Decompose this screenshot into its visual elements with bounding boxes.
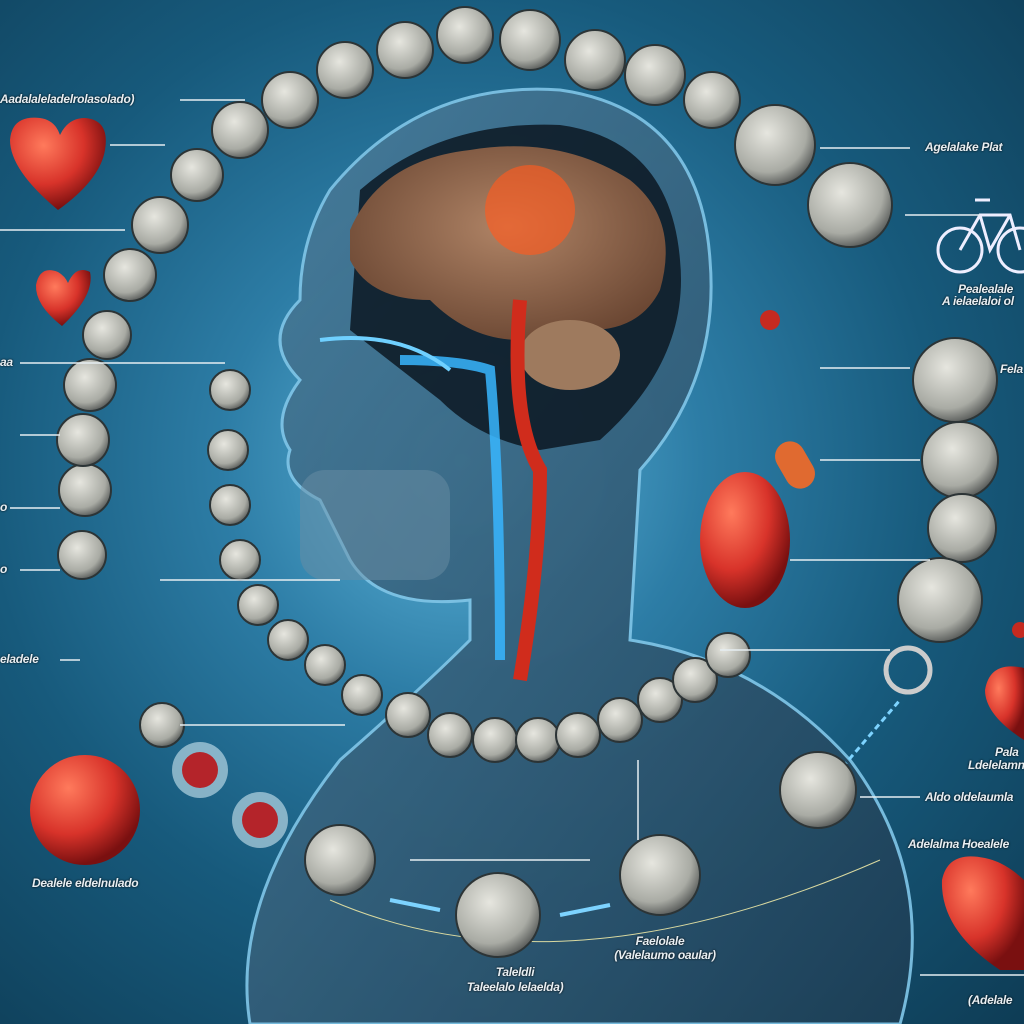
coin-icon bbox=[304, 644, 346, 686]
coin-icon bbox=[376, 21, 434, 79]
label-bike-2: A ielaelaloi ol bbox=[942, 294, 1014, 308]
label-bottom-left: Dealele eldelnulado bbox=[32, 876, 139, 890]
coin-icon bbox=[211, 101, 269, 159]
coin-icon bbox=[779, 751, 857, 829]
label-right-bottom: (Adelale bbox=[968, 993, 1013, 1007]
coin-icon bbox=[82, 310, 132, 360]
heart-icon bbox=[985, 666, 1024, 740]
coin-icon bbox=[139, 702, 185, 748]
label-right-mid: Aldo oldelaumla bbox=[925, 790, 1014, 804]
coin-icon bbox=[385, 692, 431, 738]
label-bottom-center-right-1: Faelolale bbox=[635, 934, 685, 948]
coin-icon bbox=[499, 9, 561, 71]
coin-icon bbox=[170, 148, 224, 202]
coin-icon bbox=[341, 674, 383, 716]
label-pill-right: Fela p bbox=[1000, 362, 1024, 376]
coin-icon bbox=[63, 358, 117, 412]
heart-icon bbox=[35, 270, 91, 326]
label-left-2: o bbox=[0, 500, 8, 514]
coin-icon bbox=[927, 493, 997, 563]
coin-icon bbox=[207, 429, 249, 471]
coin-icon bbox=[261, 71, 319, 129]
nerve-glow bbox=[399, 355, 505, 661]
heart-icon bbox=[941, 856, 1024, 970]
label-bottom-center-right-2: (Valelaumo oaular) bbox=[614, 948, 716, 962]
coin-icon bbox=[734, 104, 816, 186]
coin-icon bbox=[564, 29, 626, 91]
coin-icon bbox=[624, 44, 686, 106]
label-center-bottom-1: Taleldli bbox=[495, 965, 535, 979]
coin-icon bbox=[472, 717, 518, 763]
label-top-left: Aadalaleladelrolasolado) bbox=[0, 92, 135, 106]
coin-icon bbox=[912, 337, 998, 423]
coin-icon bbox=[921, 421, 999, 499]
coin-icon bbox=[56, 413, 110, 467]
coin-icon bbox=[555, 712, 601, 758]
pill-icon bbox=[775, 441, 815, 489]
coin-icon bbox=[672, 657, 718, 703]
coin-icon bbox=[304, 824, 376, 896]
pill-icon bbox=[700, 472, 790, 608]
coin-icon bbox=[597, 697, 643, 743]
coin-icon bbox=[455, 872, 541, 958]
kidney-icon bbox=[30, 755, 140, 865]
coin-icon bbox=[209, 369, 251, 411]
coin-icon bbox=[219, 539, 261, 581]
coin-icon bbox=[436, 6, 494, 64]
brain-icon bbox=[350, 146, 666, 390]
jaw-xray bbox=[300, 470, 450, 580]
coin-icon bbox=[897, 557, 983, 643]
label-right-heart-2: Ldelelamn bbox=[968, 758, 1024, 772]
coin-icon bbox=[237, 584, 279, 626]
coin-icon bbox=[807, 162, 893, 248]
coin-icon bbox=[103, 248, 157, 302]
label-left-3: o bbox=[0, 562, 8, 576]
label-left-1: aa bbox=[0, 355, 13, 369]
label-bike-1: Pealealale bbox=[958, 282, 1014, 296]
label-right-lower: Adelalma Hoealele bbox=[908, 837, 1009, 851]
coin-icon bbox=[131, 196, 189, 254]
coin-icon bbox=[427, 712, 473, 758]
coin-icon bbox=[209, 484, 251, 526]
coin-icon bbox=[57, 530, 107, 580]
label-left-side: eladele bbox=[0, 652, 39, 666]
heart-icon bbox=[10, 117, 106, 210]
coin-icon bbox=[683, 71, 741, 129]
label-top-right: Agelalake Plat bbox=[925, 140, 1003, 154]
label-center-bottom-2: Taleelalo lelaelda) bbox=[466, 980, 564, 994]
coin-icon bbox=[705, 632, 751, 678]
spinal-cord bbox=[510, 299, 548, 682]
coin-icon bbox=[619, 834, 701, 916]
coin-icon bbox=[637, 677, 683, 723]
coin-icon bbox=[515, 717, 561, 763]
bicycle-icon bbox=[936, 198, 1024, 274]
coin-icon bbox=[58, 463, 112, 517]
coin-icon bbox=[267, 619, 309, 661]
coin-icon bbox=[316, 41, 374, 99]
label-right-heart-1: Pala bbox=[995, 745, 1019, 759]
